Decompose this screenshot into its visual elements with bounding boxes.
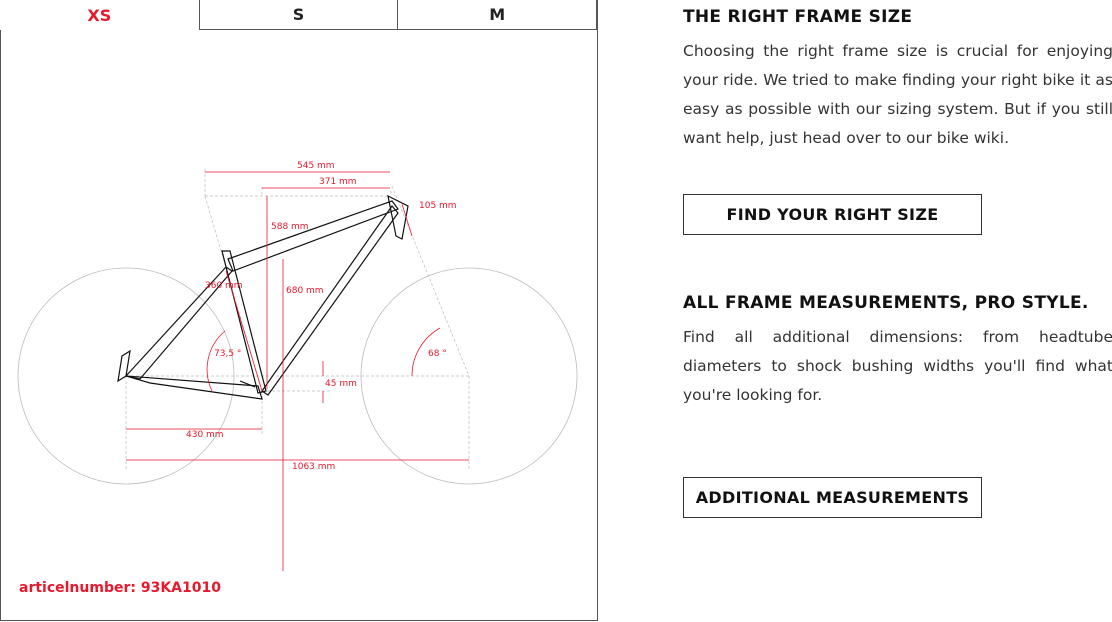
tab-s[interactable]: S <box>198 0 398 30</box>
head-tube-label: 105 mm <box>419 201 457 211</box>
measurement-lines <box>126 171 469 571</box>
reach-label: 545 mm <box>297 161 335 171</box>
geometry-panel <box>0 0 598 621</box>
standover-label: 680 mm <box>286 286 324 296</box>
tab-m[interactable]: M <box>397 0 598 30</box>
seat-angle-label: 73,5 ° <box>214 349 241 359</box>
bb-drop-label: 45 mm <box>325 379 357 389</box>
frame-size-title: THE RIGHT FRAME SIZE <box>683 7 913 27</box>
wheelbase-label: 1063 mm <box>292 462 335 472</box>
head-angle-label: 68 ° <box>428 349 447 359</box>
chainstay-label: 430 mm <box>186 430 224 440</box>
seat-tube-label: 360 mm <box>205 281 243 291</box>
measurements-text: Find all additional dimensions: from hea… <box>683 328 1112 404</box>
frame-size-text: Choosing the right frame size is crucial… <box>683 42 1112 147</box>
size-tabs: XS S M <box>0 0 598 30</box>
top-tube-label: 371 mm <box>319 177 357 187</box>
measurements-title: ALL FRAME MEASUREMENTS, PRO STYLE. <box>683 293 1089 313</box>
stack-label: 588 mm <box>271 222 309 232</box>
tab-xs[interactable]: XS <box>0 0 199 30</box>
find-your-size-button[interactable]: FIND YOUR RIGHT SIZE <box>683 194 982 235</box>
article-number: articelnumber: 93KA1010 <box>19 580 221 596</box>
additional-measurements-button[interactable]: ADDITIONAL MEASUREMENTS <box>683 477 982 518</box>
frame-geometry-diagram: 545 mm 371 mm 105 mm 588 mm 360 mm 680 m… <box>17 161 578 571</box>
bike-frame <box>117 194 409 400</box>
